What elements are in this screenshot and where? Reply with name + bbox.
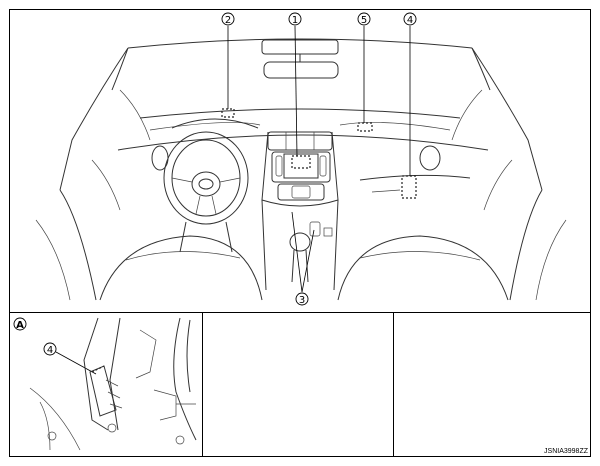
vehicle-interior-illustration (35, 38, 567, 301)
marker-4 (401, 175, 417, 199)
callout-3: 3 (295, 292, 309, 306)
detail-view-a: A 4 (13, 317, 197, 451)
callout-2: 2 (221, 12, 235, 26)
callout-5-label: 5 (361, 15, 367, 26)
callout-1-label: 1 (292, 15, 298, 26)
detail-callout-4-label: 4 (47, 345, 53, 356)
leader-lines (227, 25, 411, 293)
marker-1 (291, 155, 311, 169)
callout-2-label: 2 (225, 15, 231, 26)
callout-4: 4 (403, 12, 417, 26)
detail-a-label: A (16, 320, 24, 331)
callout-5: 5 (357, 12, 371, 26)
diagram-frame (9, 9, 591, 457)
component-markers (221, 108, 417, 199)
marker-5 (357, 122, 373, 132)
callout-1: 1 (288, 12, 302, 26)
callout-4-label: 4 (407, 15, 413, 26)
figure-id: JSNIA3998ZZ (544, 448, 589, 455)
callout-3-label: 3 (299, 295, 305, 306)
